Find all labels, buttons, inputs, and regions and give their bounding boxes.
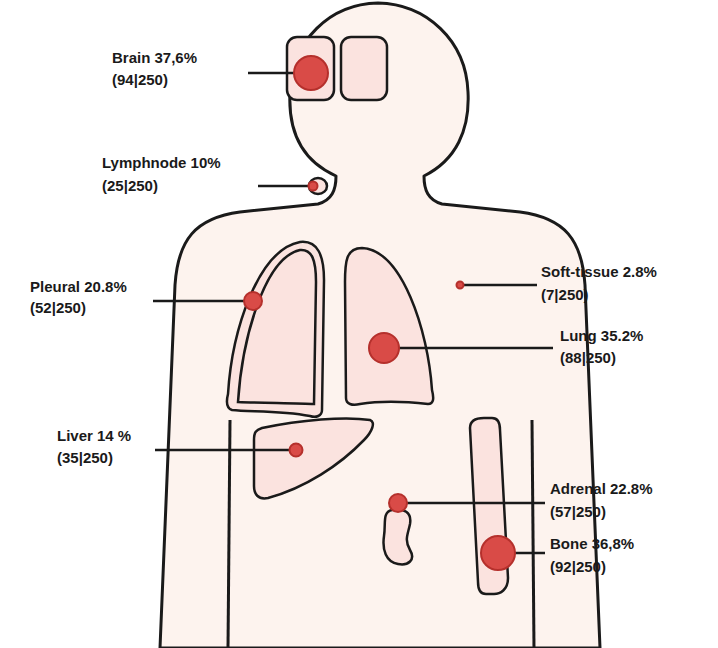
arm-line (228, 420, 230, 648)
brain-half (341, 37, 387, 100)
leader-line (155, 449, 292, 452)
count-label: (57|250) (550, 503, 606, 521)
leader-line (402, 502, 545, 505)
liver (254, 418, 373, 498)
lung (238, 250, 316, 404)
count-label: (88|250) (560, 349, 616, 367)
brain-half (287, 37, 334, 100)
site-label: Liver 14 % (57, 427, 131, 445)
lung (345, 248, 433, 405)
count-label: (94|250) (112, 71, 168, 89)
site-dot (244, 292, 262, 310)
leader-line (462, 284, 537, 287)
leader-line (395, 347, 553, 350)
leader-line (248, 72, 300, 75)
site-dot (481, 536, 515, 570)
lymph-node (309, 178, 327, 194)
count-label: (25|250) (102, 177, 158, 195)
count-label: (7|250) (541, 286, 589, 304)
pleura (227, 242, 324, 417)
site-label: Adrenal 22.8% (550, 480, 653, 498)
count-label: (52|250) (30, 299, 86, 317)
site-dot (457, 282, 464, 289)
body-outline (160, 3, 600, 648)
site-label: Bone 36,8% (550, 535, 634, 553)
leader-line (258, 185, 310, 188)
count-label: (92|250) (550, 558, 606, 576)
site-label: Pleural 20.8% (30, 278, 127, 296)
site-label: Lung 35.2% (560, 327, 643, 345)
site-dot (369, 333, 399, 363)
site-dot (389, 494, 407, 512)
leader-line (153, 300, 250, 303)
site-dot (294, 56, 328, 90)
site-dot (309, 182, 318, 191)
site-dot (290, 444, 303, 457)
arm-line (532, 420, 534, 648)
count-label: (35|250) (57, 449, 113, 467)
site-label: Soft-tissue 2.8% (541, 263, 657, 281)
site-label: Lymphnode 10% (102, 154, 221, 172)
site-label: Brain 37,6% (112, 49, 197, 67)
kidney (384, 510, 413, 565)
